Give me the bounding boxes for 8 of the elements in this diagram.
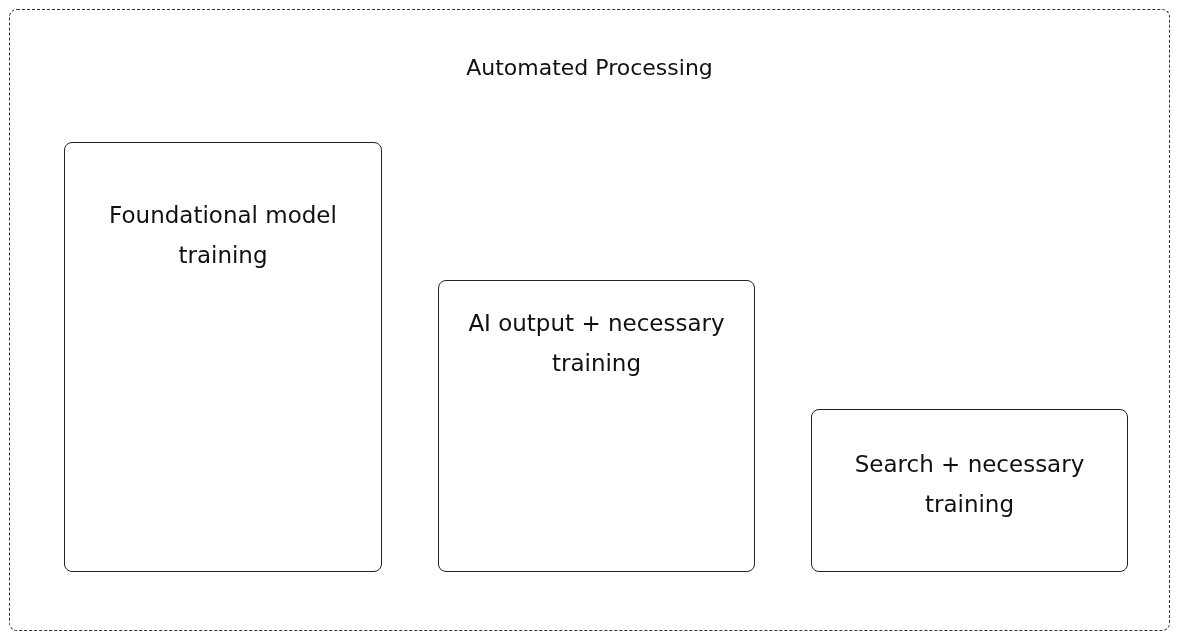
box-label: AI output + necessary training (467, 309, 726, 378)
dashed-group-box (9, 9, 1170, 631)
process-box (811, 409, 1128, 572)
group-title: Automated Processing (465, 54, 714, 82)
box-label: Search + necessary training (853, 450, 1086, 519)
process-box (64, 142, 382, 572)
process-box (438, 280, 755, 572)
box-label: Foundational model training (108, 201, 338, 270)
